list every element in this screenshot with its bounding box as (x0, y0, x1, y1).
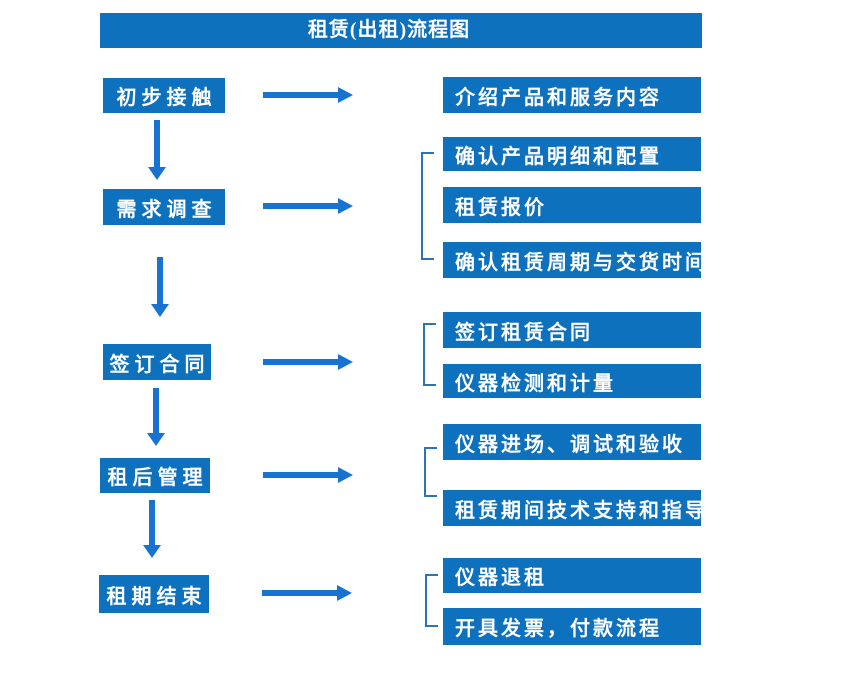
step-box-demand-survey: 需求调查 (103, 189, 225, 225)
arrow-head (151, 304, 169, 317)
arrow-head (148, 167, 166, 180)
down-arrow-1 (148, 120, 166, 180)
detail-box-sign-rental-contract: 签订租赁合同 (443, 312, 701, 348)
arrow-shaft (149, 500, 155, 545)
detail-box-rental-quote: 租赁报价 (443, 187, 701, 223)
arrow-head (338, 87, 353, 103)
arrow-head (143, 545, 161, 558)
arrow-head (337, 585, 352, 601)
arrow-head (338, 354, 353, 370)
flowchart-title: 租赁(出租)流程图 (100, 13, 702, 48)
step-box-sign-contract: 签订合同 (103, 344, 211, 380)
down-arrow-4 (143, 500, 161, 558)
group-bracket-sign-contract (423, 323, 436, 386)
right-arrow-2 (263, 198, 353, 214)
step-box-initial-contact: 初步接触 (103, 78, 225, 113)
detail-box-introduce-products: 介绍产品和服务内容 (443, 77, 701, 113)
detail-box-confirm-details-config: 确认产品明细和配置 (443, 137, 701, 171)
right-arrow-3 (263, 354, 353, 370)
right-arrow-5 (262, 585, 352, 601)
arrow-shaft (263, 472, 339, 478)
detail-box-confirm-period-delivery: 确认租赁周期与交货时间 (443, 242, 705, 278)
arrow-shaft (263, 203, 339, 209)
detail-box-instrument-return: 仪器退租 (443, 558, 701, 593)
down-arrow-3 (147, 388, 165, 446)
group-bracket-rental-end (425, 574, 438, 627)
arrow-head (338, 467, 353, 483)
arrow-shaft (263, 359, 339, 365)
detail-box-tech-support-guidance: 租赁期间技术支持和指导 (443, 490, 705, 526)
step-box-post-rental-management: 租后管理 (100, 458, 210, 493)
arrow-shaft (154, 120, 160, 167)
right-arrow-4 (263, 467, 353, 483)
detail-box-instrument-test-metering: 仪器检测和计量 (443, 364, 701, 398)
right-arrow-1 (263, 87, 353, 103)
detail-box-invoice-payment: 开具发票，付款流程 (443, 608, 701, 645)
down-arrow-2 (151, 257, 169, 317)
step-box-rental-end: 租期结束 (99, 575, 209, 613)
arrow-shaft (263, 92, 339, 98)
arrow-shaft (262, 590, 338, 596)
arrow-head (147, 433, 165, 446)
arrow-head (338, 198, 353, 214)
group-bracket-demand-survey (421, 152, 434, 260)
arrow-shaft (157, 257, 163, 304)
arrow-shaft (153, 388, 159, 433)
group-bracket-post-rental (424, 447, 437, 497)
detail-box-instrument-entry-debug-acceptance: 仪器进场、调试和验收 (443, 424, 701, 460)
